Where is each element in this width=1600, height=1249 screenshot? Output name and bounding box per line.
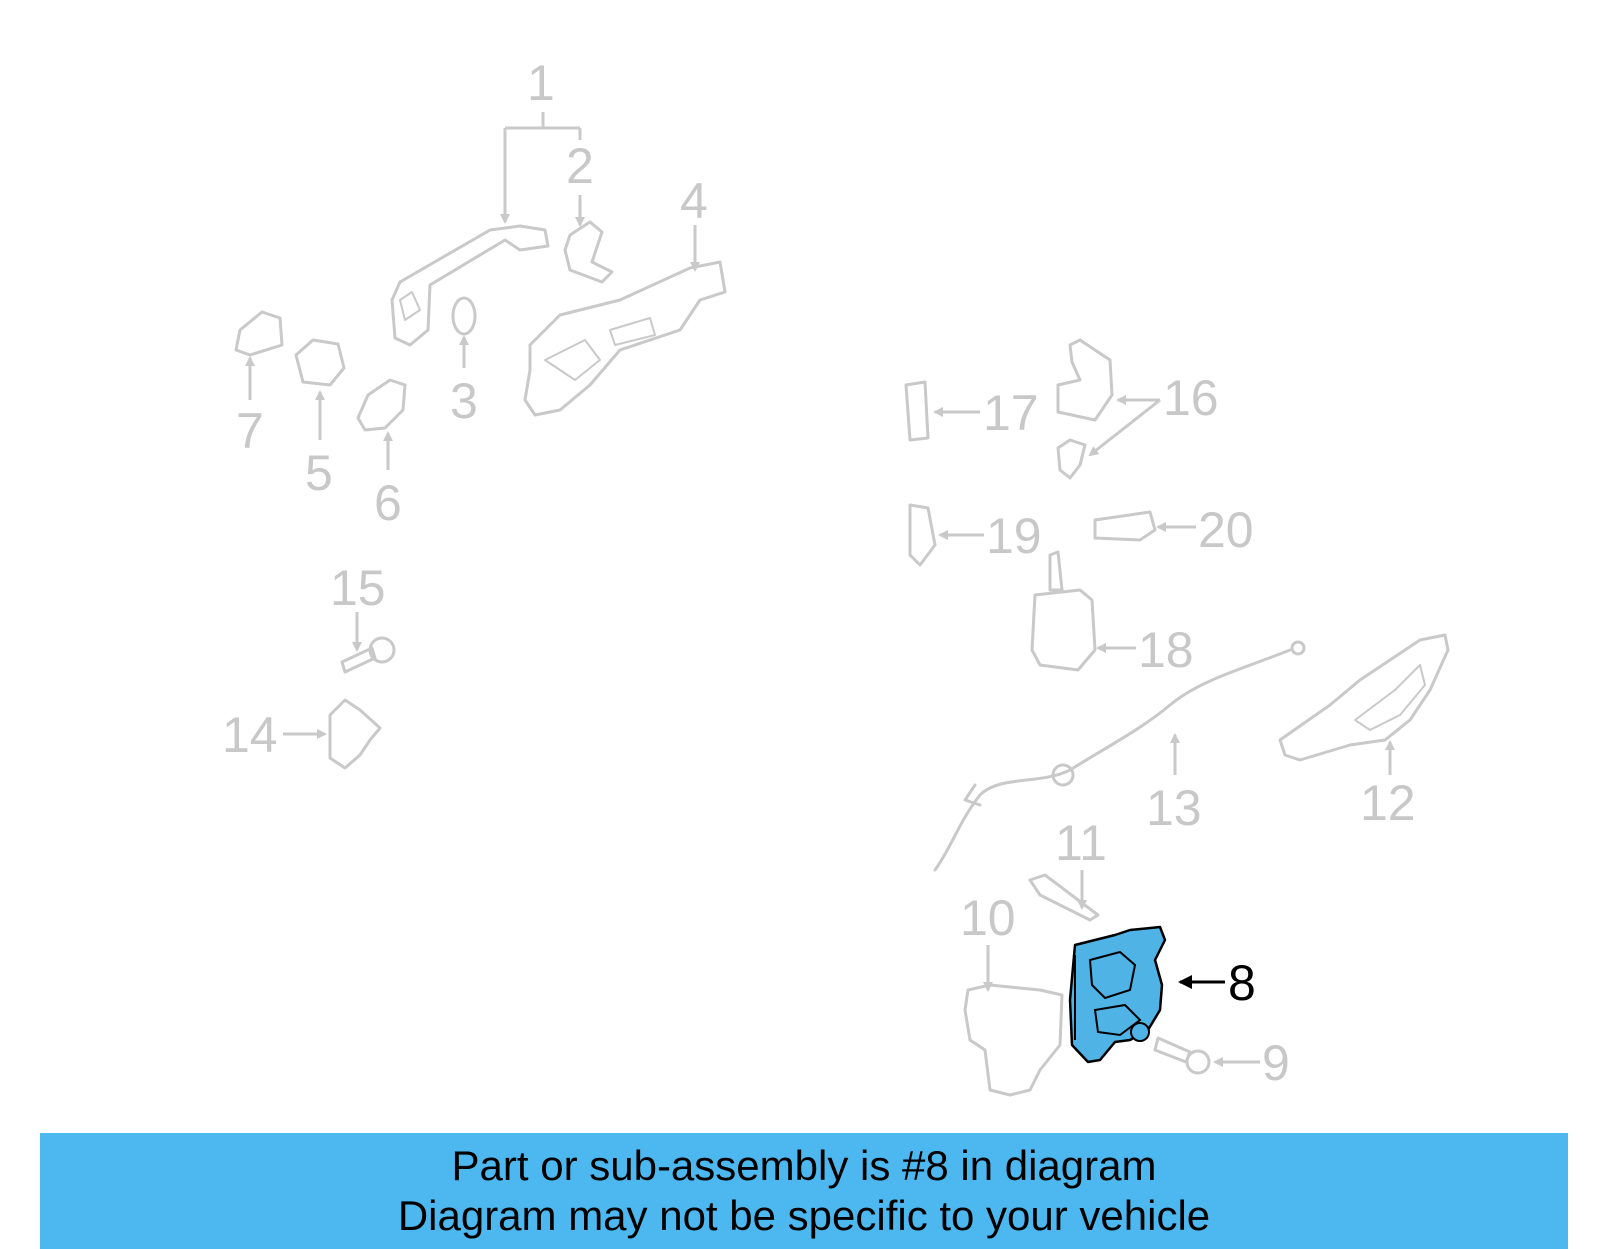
part-6-gasket (356, 378, 407, 432)
part-1-outer-handle (390, 224, 550, 347)
callout-13: 13 (1146, 780, 1202, 836)
callout-17: 17 (983, 385, 1039, 441)
part-12-inner-handle (1278, 633, 1450, 762)
callout-11: 11 (1055, 815, 1107, 871)
callout-12: 12 (1360, 775, 1416, 831)
callout-10: 10 (960, 890, 1016, 946)
part-4-bracket (523, 260, 727, 417)
part-5-cap (294, 338, 346, 387)
callout-19: 19 (986, 508, 1042, 564)
part-11-rod (1028, 873, 1100, 922)
part-20-cover (1093, 510, 1157, 542)
parts-diagram: 1 2 3 4 5 6 7 8 9 10 11 12 13 14 15 16 1… (222, 55, 1450, 1097)
part-7-cover (234, 310, 284, 357)
callout-4: 4 (680, 173, 708, 229)
callout-18: 18 (1138, 622, 1194, 678)
callout-14: 14 (222, 707, 278, 763)
banner-line-2: Diagram may not be specific to your vehi… (397, 1192, 1211, 1239)
callout-3: 3 (450, 373, 478, 429)
part-10-bracket (963, 983, 1064, 1097)
banner-line-1: Part or sub-assembly is #8 in diagram (451, 1142, 1157, 1189)
part-14-striker (328, 698, 382, 770)
callout-8: 8 (1228, 955, 1256, 1011)
part-15-bolt (340, 636, 396, 674)
part-17-pad (904, 380, 930, 442)
callout-5: 5 (305, 445, 333, 501)
callout-2: 2 (566, 138, 594, 194)
part-8-door-lock-actuator (1068, 925, 1167, 1064)
callout-6: 6 (374, 475, 402, 531)
callout-labels: 1 2 3 4 5 6 7 8 9 10 11 12 13 14 15 16 1… (222, 55, 1416, 1091)
part-19-pad (908, 503, 937, 567)
callout-16: 16 (1163, 370, 1219, 426)
part-13-cable (933, 640, 1306, 872)
part-2-clip (563, 220, 614, 284)
part-9-bolt (1153, 1036, 1211, 1075)
info-banner: Part or sub-assembly is #8 in diagram Di… (40, 1133, 1568, 1249)
callout-9: 9 (1262, 1035, 1290, 1091)
leader-lines (245, 112, 1395, 1067)
part-3-ring (451, 296, 477, 336)
callout-7: 7 (236, 403, 264, 459)
part-16-bracket (1056, 338, 1114, 480)
part-18-actuator (1030, 550, 1097, 672)
callout-1: 1 (527, 55, 555, 111)
callout-15: 15 (330, 560, 386, 616)
callout-20: 20 (1198, 502, 1254, 558)
